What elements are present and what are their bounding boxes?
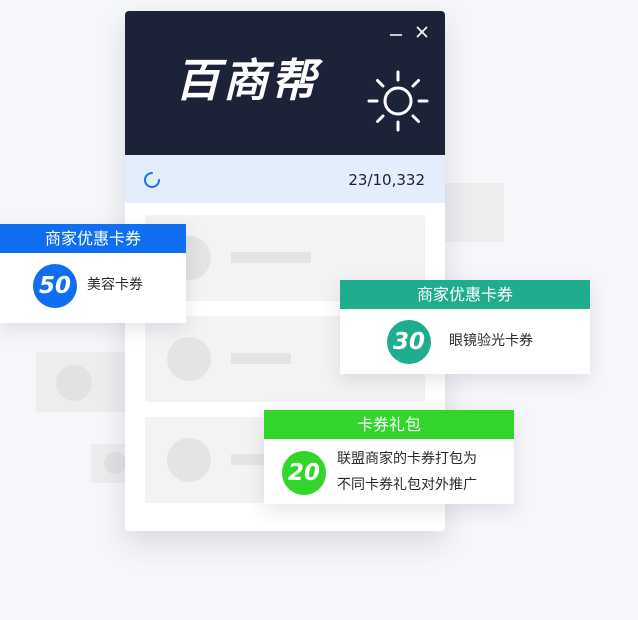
- close-icon[interactable]: [413, 23, 431, 41]
- background-placeholder-card: [440, 183, 504, 242]
- app-logo: 百商帮: [175, 54, 320, 107]
- background-placeholder-avatar: [104, 452, 126, 474]
- coupon-description: 眼镜验光卡券: [449, 333, 533, 349]
- coupon-card-title: 卡券礼包: [264, 410, 514, 439]
- gift-pack-description-line-2: 不同卡券礼包对外推广: [337, 477, 477, 493]
- placeholder-avatar: [167, 438, 211, 482]
- coupon-gift-pack-card[interactable]: 卡券礼包 20 联盟商家的卡券打包为 不同卡券礼包对外推广: [264, 410, 514, 504]
- coupon-value-badge: 30: [387, 320, 431, 364]
- coupon-value-badge: 50: [33, 264, 77, 308]
- placeholder-avatar: [167, 337, 211, 381]
- progress-bar: [125, 155, 445, 203]
- coupon-card-optical[interactable]: 商家优惠卡券 30 眼镜验光卡券: [340, 280, 590, 374]
- placeholder-text-line: [231, 353, 291, 364]
- coupon-value-badge: 20: [282, 451, 326, 495]
- coupon-card-beauty[interactable]: 商家优惠卡券 50 美容卡券: [0, 224, 186, 323]
- placeholder-text-line: [231, 454, 265, 465]
- coupon-description: 美容卡券: [87, 277, 143, 293]
- placeholder-text-line: [231, 252, 311, 263]
- sun-icon[interactable]: [367, 70, 429, 132]
- minimize-icon[interactable]: [387, 23, 405, 41]
- gift-pack-description-line-1: 联盟商家的卡券打包为: [337, 451, 477, 467]
- background-placeholder-avatar: [56, 365, 92, 401]
- spinner-icon: [143, 171, 161, 189]
- coupon-card-title: 商家优惠卡券: [340, 280, 590, 309]
- list-item: [145, 215, 425, 301]
- progress-count: 23/10,332: [348, 171, 425, 189]
- coupon-card-title: 商家优惠卡券: [0, 224, 186, 253]
